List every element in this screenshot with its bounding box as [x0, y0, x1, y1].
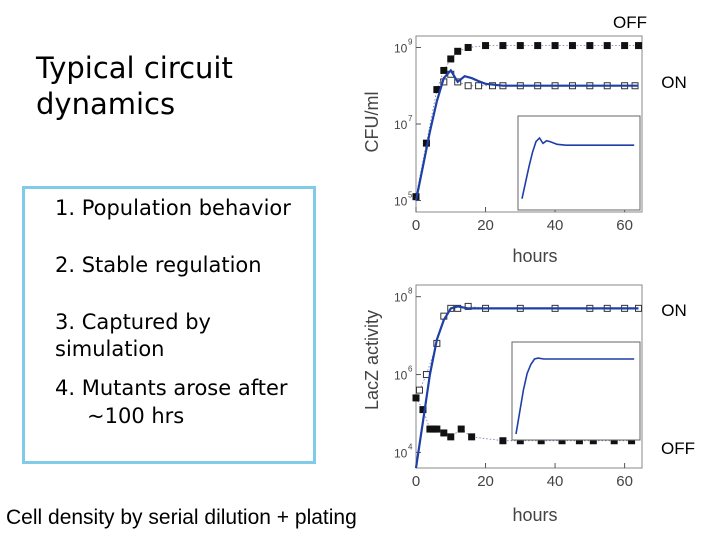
y-tick-label: 10 [394, 118, 408, 132]
y-axis-label: LacZ activity [362, 310, 382, 410]
data-point [603, 42, 611, 50]
series-guide-line [415, 45, 639, 197]
data-point [415, 386, 423, 394]
state-annotation: OFF [613, 13, 647, 32]
data-point [551, 42, 559, 50]
x-tick-label: 40 [547, 473, 564, 490]
data-point [558, 437, 566, 445]
data-point [468, 433, 476, 441]
data-point [433, 425, 441, 433]
data-point [464, 82, 472, 90]
data-point [628, 437, 636, 445]
data-point [447, 55, 455, 63]
x-axis-label: hours [512, 246, 557, 266]
y-tick-label: 10 [394, 446, 408, 460]
y-tick-exponent: 9 [408, 37, 413, 46]
slide-title-line-1: Typical circuit [36, 51, 233, 85]
footer-caption: Cell density by serial dilution + platin… [6, 506, 357, 529]
data-point [575, 437, 583, 445]
bullet-list-box: 1. Population behavior 2. Stable regulat… [22, 186, 316, 464]
slide-title: Typical circuit dynamics [36, 50, 233, 122]
y-tick-label: 10 [394, 369, 408, 383]
data-point [568, 42, 576, 50]
data-point [412, 394, 420, 402]
x-tick-label: 0 [412, 217, 420, 234]
y-axis-label: CFU/ml [362, 92, 382, 153]
data-point [464, 43, 472, 51]
data-point [621, 42, 629, 50]
data-point [422, 139, 430, 147]
x-tick-label: 60 [616, 473, 633, 490]
list-item: 3. Captured by simulation [55, 310, 211, 361]
data-point [454, 47, 462, 55]
data-point [482, 42, 490, 50]
state-annotation: OFF [661, 439, 695, 458]
x-tick-label: 40 [547, 217, 564, 234]
data-point [475, 82, 483, 90]
data-point [610, 437, 618, 445]
y-tick-label: 10 [394, 41, 408, 55]
x-axis-label: hours [512, 505, 557, 525]
inset-frame [517, 115, 641, 211]
inset-frame [511, 341, 641, 441]
plot-frame [415, 284, 643, 469]
y-tick-exponent: 7 [408, 114, 413, 123]
data-point [586, 42, 594, 50]
slide-title-line-2: dynamics [36, 87, 176, 121]
y-tick-exponent: 4 [408, 442, 413, 451]
list-item: ~100 hrs [87, 404, 185, 428]
state-annotation: ON [661, 73, 687, 92]
fit-curve [414, 305, 639, 469]
x-tick-label: 20 [477, 217, 494, 234]
data-point [537, 437, 545, 445]
data-point [516, 42, 524, 50]
fit-curve [414, 68, 639, 201]
x-tick-label: 60 [616, 217, 633, 234]
y-tick-exponent: 8 [408, 287, 413, 296]
y-tick-exponent: 5 [408, 191, 413, 200]
data-point [419, 406, 427, 414]
x-tick-label: 0 [412, 473, 420, 490]
data-point [589, 437, 597, 445]
y-tick-label: 10 [394, 291, 408, 305]
data-point [516, 437, 524, 445]
inset-fit-curve [515, 357, 635, 435]
y-tick-label: 10 [394, 195, 408, 209]
data-point [447, 433, 455, 441]
y-tick-exponent: 6 [408, 365, 413, 374]
data-point [440, 429, 448, 437]
inset-fit-curve [521, 136, 635, 199]
list-item: 4. Mutants arose after [55, 376, 288, 400]
state-annotation: ON [661, 301, 687, 320]
data-point [499, 437, 507, 445]
data-point [440, 66, 448, 74]
data-point [499, 42, 507, 50]
list-item: 1. Population behavior [55, 196, 291, 220]
data-point [534, 42, 542, 50]
data-point [457, 425, 465, 433]
data-point [433, 86, 441, 94]
x-tick-label: 20 [477, 473, 494, 490]
data-point [635, 42, 643, 50]
list-item: 2. Stable regulation [55, 253, 262, 277]
